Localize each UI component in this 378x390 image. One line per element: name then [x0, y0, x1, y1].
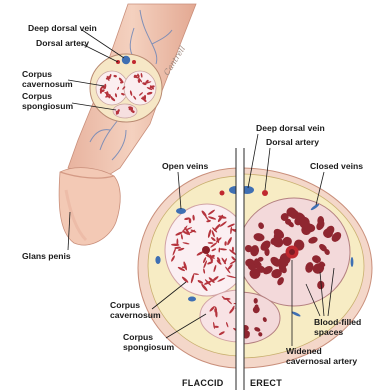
label-corpus-spongiosum-bottom-2: spongiosum	[123, 342, 174, 352]
label-closed-veins: Closed veins	[310, 161, 363, 171]
label-glans-penis: Glans penis	[22, 251, 71, 261]
bottom-dorsal-artery	[262, 190, 268, 196]
label-corpus-spongiosum-bottom-1: Corpus	[123, 332, 153, 342]
label-deep-dorsal-vein-right: Deep dorsal vein	[256, 123, 325, 133]
label-widened-artery-2: cavernosal artery	[286, 356, 357, 366]
label-widened-artery-1: Widened	[286, 346, 322, 356]
label-open-veins: Open veins	[162, 161, 209, 171]
open-vein-left-2	[188, 297, 196, 302]
label-corpus-cavernosum-bottom-1: Corpus	[110, 300, 140, 310]
label-dorsal-artery-right: Dorsal artery	[266, 137, 319, 147]
bottom-cross-section	[108, 148, 372, 390]
flaccid-cavernosal-artery	[202, 246, 210, 254]
label-corpus-cavernosum-bottom-2: cavernosum	[110, 310, 161, 320]
label-corpus-spongiosum-top-2: spongiosum	[22, 101, 73, 111]
label-corpus-cavernosum-top-1: Corpus	[22, 69, 52, 79]
label-corpus-cavernosum-top-2: cavernosum	[22, 79, 73, 89]
closed-vein-2	[351, 257, 354, 267]
label-erect: ERECT	[250, 378, 282, 388]
label-dorsal-artery-top: Dorsal artery	[36, 38, 89, 48]
label-blood-filled-2: spaces	[314, 327, 343, 337]
top-cross-section	[90, 54, 162, 122]
label-corpus-spongiosum-top-1: Corpus	[22, 91, 52, 101]
label-flaccid: FLACCID	[182, 378, 224, 388]
label-blood-filled-1: Blood-filled	[314, 317, 361, 327]
label-deep-dorsal-vein-top: Deep dorsal vein	[28, 23, 97, 33]
flaccid-erect-divider	[236, 148, 244, 390]
